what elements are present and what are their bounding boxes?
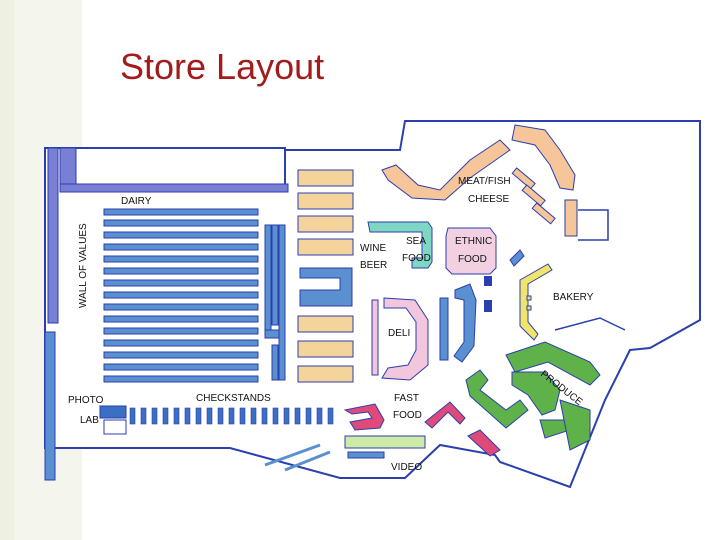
label-wall-of-values: WALL OF VALUES — [78, 223, 89, 308]
wall-of-values-lower — [44, 331, 56, 481]
produce-displays — [465, 341, 601, 451]
slide-title: Store Layout — [120, 46, 325, 87]
video-display — [344, 435, 426, 449]
label-lab: LAB — [80, 415, 99, 426]
label-cheese: CHEESE — [468, 194, 509, 205]
label-sea-food: FOOD — [402, 253, 431, 264]
bakery-counter — [519, 263, 553, 341]
label-bakery: BAKERY — [553, 292, 594, 303]
fast-food-counter — [343, 403, 385, 431]
label-fast: FAST — [394, 393, 419, 404]
label-meat-fish: MEAT/FISH — [458, 176, 511, 187]
dairy-aisle-shelves — [103, 208, 259, 383]
wall-of-values-upper — [47, 147, 59, 324]
label-ethnic: ETHNIC — [455, 236, 492, 247]
slide-side-strip — [0, 0, 14, 540]
label-photo: PHOTO — [68, 395, 104, 406]
seafood-counter — [367, 221, 433, 269]
label-deli: DELI — [388, 328, 410, 339]
meat-fish-counter — [381, 139, 511, 201]
label-fast-food: FOOD — [393, 410, 422, 421]
photo-lab-counter — [99, 405, 127, 419]
label-sea: SEA — [406, 236, 426, 247]
dairy-wall — [59, 183, 289, 193]
label-ethnic-food: FOOD — [458, 254, 487, 265]
deli-counter — [371, 299, 379, 376]
ethnic-food-counter — [445, 227, 497, 275]
checkstands-row — [129, 407, 334, 425]
center-island-displays — [297, 169, 354, 383]
label-video: VIDEO — [391, 462, 422, 473]
label-beer: BEER — [360, 260, 387, 271]
label-dairy: DAIRY — [121, 196, 152, 207]
label-checkstands: CHECKSTANDS — [196, 393, 271, 404]
label-wine: WINE — [360, 243, 386, 254]
